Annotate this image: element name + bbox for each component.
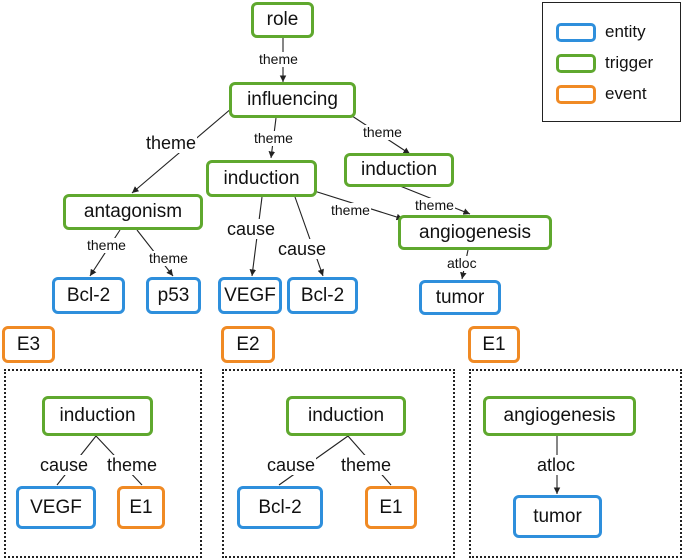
e1-tumor: tumor	[513, 495, 602, 538]
node-antagonism: antagonism	[63, 194, 203, 230]
label-influencing-induction-a: theme	[253, 130, 294, 146]
label-angiogenesis-tumor: atloc	[446, 255, 478, 271]
event-tag-e3: E3	[2, 326, 55, 363]
e2-theme-label: theme	[340, 455, 393, 475]
node-bcl2-b: Bcl-2	[287, 277, 358, 314]
e3-vegf: VEGF	[16, 486, 96, 529]
e2-cause-label: cause	[266, 455, 317, 475]
node-role: role	[251, 2, 314, 38]
label-influencing-induction-b: theme	[362, 124, 403, 140]
node-induction-b: induction	[344, 153, 454, 187]
node-bcl2-a: Bcl-2	[52, 277, 125, 314]
node-angiogenesis: angiogenesis	[398, 215, 552, 250]
label-induction-angiogenesis: theme	[330, 202, 371, 218]
legend-entity-label: entity	[605, 22, 646, 41]
node-vegf: VEGF	[218, 277, 282, 314]
legend-trigger-swatch	[556, 54, 596, 73]
label-role-influencing: theme	[258, 51, 299, 67]
legend: entity trigger event	[542, 2, 681, 122]
node-p53: p53	[146, 277, 201, 314]
legend-entity-swatch	[556, 23, 596, 42]
e2-bcl2: Bcl-2	[237, 486, 323, 529]
e1-atloc-label: atloc	[536, 455, 577, 475]
event-box-e2	[222, 369, 455, 558]
label-antagonism-p53: theme	[148, 250, 189, 266]
edge-antagonism-bcl2	[89, 229, 121, 277]
label-antagonism-bcl2: theme	[86, 237, 127, 253]
e2-e1: E1	[365, 486, 417, 529]
legend-event-swatch	[556, 85, 596, 104]
event-tag-e2: E2	[221, 326, 275, 363]
event-box-e3	[4, 369, 202, 558]
event-tag-e1: E1	[468, 326, 520, 363]
e3-trigger: induction	[42, 396, 153, 436]
e2-trigger: induction	[286, 396, 406, 436]
e3-e1: E1	[117, 486, 165, 529]
legend-event-label: event	[605, 84, 647, 103]
node-influencing: influencing	[229, 82, 356, 118]
e3-cause-label: cause	[39, 455, 90, 475]
legend-trigger-label: trigger	[605, 53, 654, 72]
label-influencing-antagonism: theme	[145, 133, 198, 153]
edge-induction-bcl2	[294, 196, 324, 277]
node-tumor: tumor	[419, 280, 501, 315]
label-induction-b-angiogenesis: theme	[414, 197, 455, 213]
label-induction-vegf: cause	[226, 219, 277, 239]
node-induction-a: induction	[206, 160, 317, 197]
event-box-e1	[469, 369, 682, 558]
e3-theme-label: theme	[106, 455, 159, 475]
e1-trigger: angiogenesis	[483, 396, 636, 436]
label-induction-bcl2: cause	[277, 239, 328, 259]
